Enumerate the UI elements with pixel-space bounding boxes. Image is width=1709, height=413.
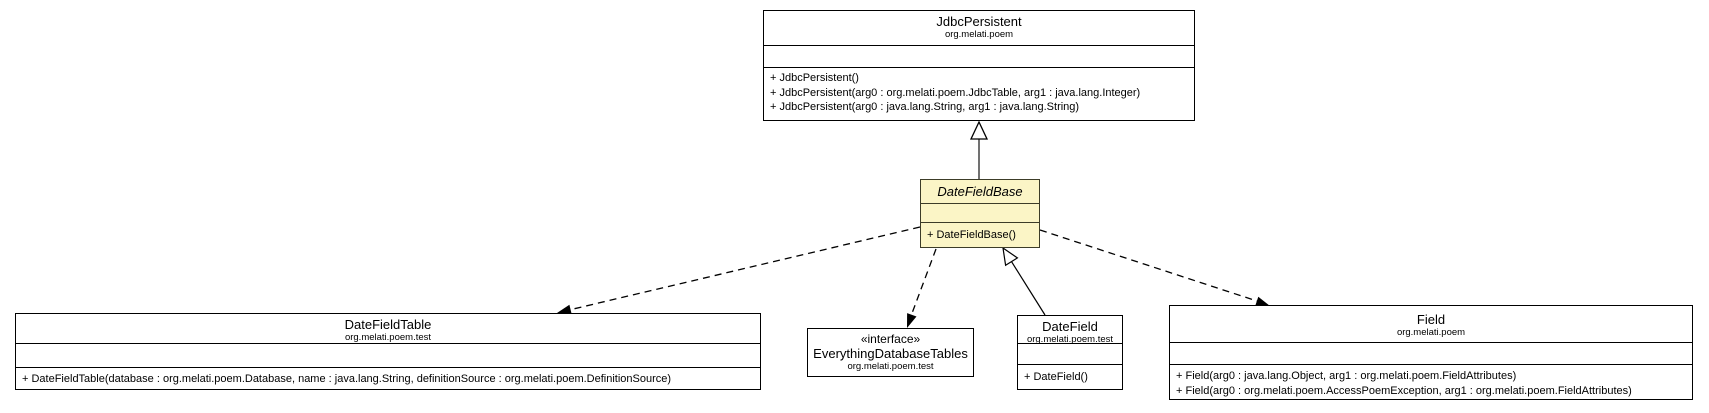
datefield-package: org.melati.poem.test: [1026, 334, 1114, 344]
class-box-datefieldbase[interactable]: DateFieldBase + DateFieldBase(): [920, 179, 1040, 248]
method-signature: + JdbcPersistent(arg0 : org.melati.poem.…: [770, 86, 1141, 99]
everythingdatabasetables-package: org.melati.poem.test: [847, 361, 934, 372]
class-box-datefieldtable[interactable]: DateFieldTable org.melati.poem.test + Da…: [15, 313, 761, 390]
field-attributes-compartment: [1170, 343, 1692, 365]
datefieldbase-methods-compartment: + DateFieldBase(): [921, 223, 1039, 247]
field-package: org.melati.poem: [1396, 327, 1466, 338]
dependency-datefieldbase-field: [1039, 229, 1270, 307]
method-signature: + Field(arg0 : org.melati.poem.AccessPoe…: [1176, 384, 1632, 397]
jdbcpersistent-class-name: JdbcPersistent: [936, 14, 1022, 29]
dependency-datefieldbase-everythingdatabasetables: [907, 248, 937, 328]
method-signature: + Field(arg0 : java.lang.Object, arg1 : …: [1176, 370, 1517, 382]
datefieldbase-class-name: DateFieldBase: [937, 184, 1023, 199]
dependency-datefieldbase-datefieldtable: [557, 226, 921, 315]
datefield-title-compartment: DateField org.melati.poem.test: [1018, 316, 1122, 344]
everythingdatabasetables-class-name: EverythingDatabaseTables: [813, 346, 968, 361]
method-signature: + DateFieldTable(database : org.melati.p…: [22, 373, 672, 385]
jdbcpersistent-methods-compartment: + JdbcPersistent() + JdbcPersistent(arg0…: [764, 68, 1194, 120]
datefieldtable-package: org.melati.poem.test: [344, 332, 432, 343]
datefieldtable-methods-compartment: + DateFieldTable(database : org.melati.p…: [16, 368, 760, 389]
jdbcpersistent-package: org.melati.poem: [944, 29, 1014, 40]
field-class-name: Field: [1416, 312, 1446, 327]
method-signature: + DateFieldBase(): [927, 229, 1016, 241]
datefieldbase-attributes-compartment: [921, 204, 1039, 223]
datefield-methods-compartment: + DateField(): [1018, 365, 1122, 389]
datefieldtable-attributes-compartment: [16, 344, 760, 368]
datefieldtable-title-compartment: DateFieldTable org.melati.poem.test: [16, 314, 760, 344]
jdbcpersistent-title-compartment: JdbcPersistent org.melati.poem: [764, 11, 1194, 46]
class-box-jdbcpersistent[interactable]: JdbcPersistent org.melati.poem + JdbcPer…: [763, 10, 1195, 121]
datefieldbase-title-compartment: DateFieldBase: [921, 180, 1039, 204]
interface-stereotype: «interface»: [860, 332, 921, 346]
interface-box-everythingdatabasetables[interactable]: «interface» EverythingDatabaseTables org…: [807, 328, 974, 377]
field-title-compartment: Field org.melati.poem: [1170, 306, 1692, 343]
method-signature: + JdbcPersistent(arg0 : java.lang.String…: [770, 101, 1080, 113]
jdbcpersistent-attributes-compartment: [764, 46, 1194, 68]
generalization-datefield-datefieldbase: [1002, 246, 1046, 316]
datefield-attributes-compartment: [1018, 344, 1122, 365]
class-box-field[interactable]: Field org.melati.poem + Field(arg0 : jav…: [1169, 305, 1693, 400]
everythingdatabasetables-title-compartment: «interface» EverythingDatabaseTables org…: [808, 329, 973, 377]
generalization-datefieldbase-jdbcpersistent: [969, 120, 989, 179]
field-methods-compartment: + Field(arg0 : java.lang.Object, arg1 : …: [1170, 365, 1692, 399]
datefieldtable-class-name: DateFieldTable: [344, 317, 432, 332]
method-signature: + JdbcPersistent(): [770, 72, 859, 84]
datefield-class-name: DateField: [1042, 319, 1098, 334]
method-signature: + DateField(): [1024, 371, 1088, 383]
class-box-datefield[interactable]: DateField org.melati.poem.test + DateFie…: [1017, 315, 1123, 390]
